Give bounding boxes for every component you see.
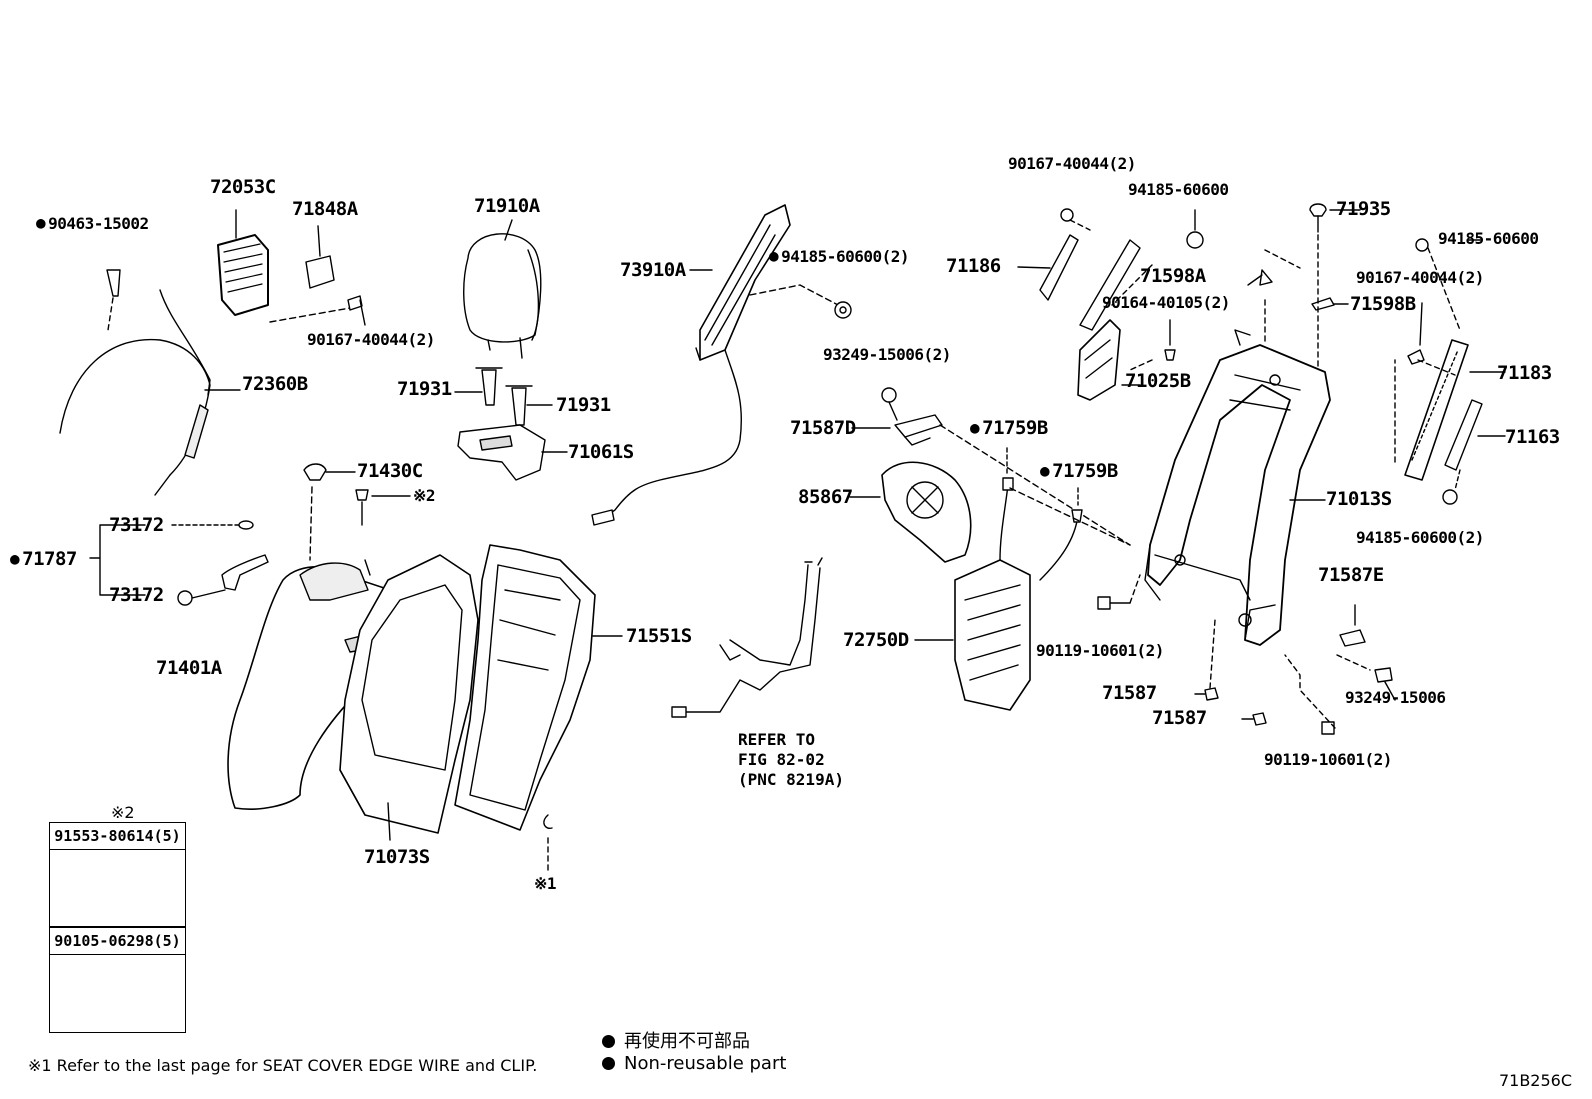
part-71183 <box>1394 238 1506 481</box>
label-90119-10601-2-lower: 90119-10601(2) <box>1264 750 1392 769</box>
nonreusable-dot-icon <box>602 1035 615 1048</box>
part-71186 <box>1017 208 1141 331</box>
label-71401a: 71401A <box>156 657 222 679</box>
part-71787 <box>89 520 269 606</box>
label-71587-lower: 71587 <box>1152 707 1207 729</box>
part-71598a <box>1247 249 1301 346</box>
label-72360b: 72360B <box>242 373 308 395</box>
guides-71931 <box>454 367 553 426</box>
label-94185-60600-2-lower: 94185-60600(2) <box>1356 528 1484 547</box>
legend-en: Non-reusable part <box>602 1053 786 1074</box>
label-71025b: 71025B <box>1125 370 1191 392</box>
label-73172-upper: 73172 <box>109 514 164 536</box>
label-71013s: 71013S <box>1326 488 1392 510</box>
label-72750d: 72750D <box>843 629 909 651</box>
label-71787: 71787 <box>10 550 77 569</box>
refer-line-1: REFER TO <box>738 730 816 749</box>
drawing-code: 71B256C <box>1498 1071 1572 1090</box>
headrest-71910a <box>463 219 542 359</box>
part-71598b <box>1309 203 1361 371</box>
label-71935: 71935 <box>1336 198 1391 220</box>
label-93249-15006: 93249-15006 <box>1345 688 1446 707</box>
bolts-lower-right <box>1097 574 1396 735</box>
label-93249-15006-2: 93249-15006(2) <box>823 345 951 364</box>
label-73910a: 73910A <box>620 259 686 281</box>
label-73172-lower: 73172 <box>109 584 164 606</box>
label-71587d: 71587D <box>790 417 856 439</box>
edge-wire-72360b <box>59 269 241 496</box>
wire-harness <box>671 557 823 718</box>
label-90167-40044-2-top: 90167-40044(2) <box>1008 154 1136 173</box>
nonreusable-dot-icon <box>602 1057 615 1070</box>
refer-line-2: FIG 82-02 <box>738 750 825 769</box>
part-71163 <box>1442 399 1506 505</box>
inset-note: ※2 <box>111 803 135 822</box>
refer-note: REFER TO FIG 82-02 (PNC 8219A) <box>738 730 844 790</box>
part-85867 <box>849 461 972 563</box>
part-72053c <box>217 209 269 316</box>
refer-line-3: (PNC 8219A) <box>738 770 844 789</box>
label-71848a: 71848A <box>292 198 358 220</box>
seatback-pad-71073s <box>339 554 479 841</box>
frame-71013s <box>1144 329 1331 646</box>
note-ref-1: ※1 <box>534 874 557 893</box>
inset-box-91553: 91553-80614(5) <box>49 822 186 927</box>
label-71931-right: 71931 <box>556 394 611 416</box>
label-94185-60600-right: 94185-60600 <box>1438 229 1539 248</box>
footnote-1: ※1 Refer to the last page for SEAT COVER… <box>28 1056 538 1075</box>
label-71759b-lower: 71759B <box>1040 462 1118 481</box>
inset-box-90105: 90105-06298(5) <box>49 927 186 1033</box>
label-90463-15002: 90463-15002 <box>36 216 149 232</box>
label-72053c: 72053C <box>210 176 276 198</box>
part-71025b <box>1077 209 1204 401</box>
label-90164-40105-2: 90164-40105(2) <box>1102 293 1230 312</box>
label-71186: 71186 <box>946 255 1001 277</box>
label-71183: 71183 <box>1497 362 1552 384</box>
label-71587-upper: 71587 <box>1102 682 1157 704</box>
label-90119-10601-2-upper: 90119-10601(2) <box>1036 641 1164 660</box>
label-85867: 85867 <box>798 486 853 508</box>
label-71551s: 71551S <box>626 625 692 647</box>
label-90167-40044-2-right: 90167-40044(2) <box>1356 268 1484 287</box>
label-71587e: 71587E <box>1318 564 1384 586</box>
label-71061s: 71061S <box>568 441 634 463</box>
legend-jp: 再使用不可部品 <box>602 1027 750 1053</box>
airbag-73910a <box>591 204 852 526</box>
legend-en-text: Non-reusable part <box>624 1053 787 1074</box>
label-94185-60600-top: 94185-60600 <box>1128 180 1229 199</box>
label-71073s: 71073S <box>364 846 430 868</box>
inset-box-91553-header: 91553-80614(5) <box>50 823 185 850</box>
inset-box-90105-header: 90105-06298(5) <box>50 928 185 955</box>
label-71598b: 71598B <box>1350 293 1416 315</box>
part-71848a <box>269 225 366 326</box>
label-71163: 71163 <box>1505 426 1560 448</box>
legend-jp-text: 再使用不可部品 <box>624 1031 750 1052</box>
label-71931-left: 71931 <box>397 378 452 400</box>
note-ref-2: ※2 <box>413 486 436 505</box>
part-71061s <box>457 424 568 481</box>
label-90167-40044-2-left: 90167-40044(2) <box>307 330 435 349</box>
label-94185-60600-2-upper: 94185-60600(2) <box>769 249 909 265</box>
part-71587d <box>851 387 1131 546</box>
label-71430c: 71430C <box>357 460 423 482</box>
seatback-cover-71551s <box>454 544 623 873</box>
label-71598a: 71598A <box>1140 265 1206 287</box>
label-71759b-upper: 71759B <box>970 419 1048 438</box>
recliner-72750d <box>914 447 1131 711</box>
label-71910a: 71910A <box>474 195 540 217</box>
